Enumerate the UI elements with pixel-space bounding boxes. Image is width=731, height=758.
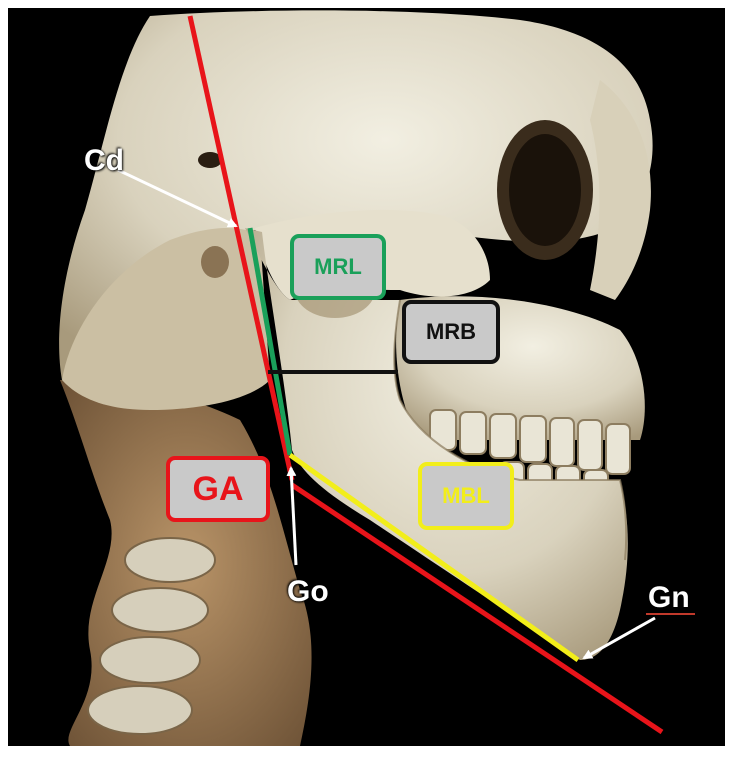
label-gnathion: Gn xyxy=(648,583,690,613)
label-condylion: Cd xyxy=(84,146,124,176)
ear-canal xyxy=(201,246,229,278)
box-body-length: MBL xyxy=(418,462,514,530)
label-gonion: Go xyxy=(287,577,329,607)
box-ramus-length: MRL xyxy=(290,234,386,300)
box-gonial-angle: GA xyxy=(166,456,270,522)
box-ramus-breadth: MRB xyxy=(402,300,500,364)
